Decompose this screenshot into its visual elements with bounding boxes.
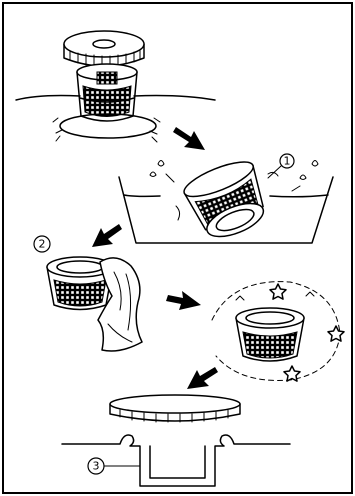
arrow-icon [166, 291, 201, 310]
step-3-marker: 3 [88, 458, 140, 474]
strainer-basket-icon [77, 64, 137, 121]
sparkle-star-icon [328, 326, 344, 341]
strainer-basket-icon [180, 155, 274, 246]
svg-text:1: 1 [284, 155, 291, 168]
drain-cap-icon [110, 395, 240, 422]
svg-text:2: 2 [39, 238, 46, 251]
svg-text:3: 3 [93, 460, 100, 473]
arrow-icon [173, 127, 205, 150]
arrow-icon [92, 224, 122, 247]
drain-cap-icon [64, 31, 144, 66]
step-1-marker: 1 [268, 154, 294, 178]
sparkle-star-icon [270, 284, 286, 299]
arrow-icon [187, 367, 218, 389]
strainer-basket-icon [236, 308, 304, 361]
step-2-marker: 2 [34, 236, 50, 252]
